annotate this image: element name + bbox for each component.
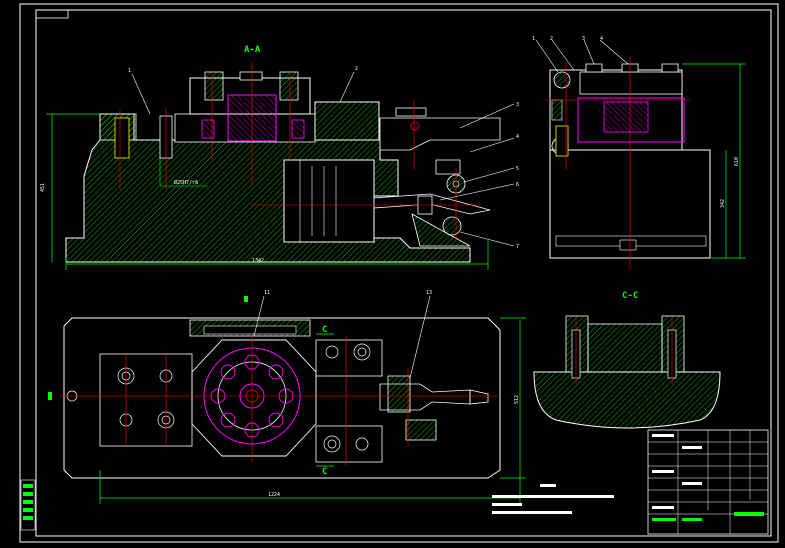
plan-view[interactable]: C C 1224 512 11 13 (48, 290, 526, 504)
balloon-7: 7 (516, 244, 519, 250)
fit-annotation: Ø25H7/r6 (174, 179, 198, 186)
plan-balloon-13: 13 (426, 290, 432, 296)
front-section-view[interactable]: A-A (40, 45, 519, 270)
view-label-cc: C-C (622, 291, 638, 301)
balloon-4: 4 (516, 134, 519, 140)
outer-frame (19, 3, 779, 543)
dim-side-inner: 342 (720, 199, 726, 208)
title-block (647, 429, 769, 535)
view-label-aa: A-A (244, 45, 261, 55)
side-balloon-2: 2 (550, 36, 553, 42)
side-view[interactable]: 610 342 1 2 3 4 (532, 36, 746, 270)
dim-plan-width: 1224 (268, 492, 280, 498)
section-mark-c-bottom: C (322, 467, 327, 477)
dim-side-outer: 610 (734, 157, 740, 166)
side-balloon-3: 3 (582, 36, 585, 42)
corner-tag (35, 9, 69, 19)
section-mark-c-top: C (322, 325, 327, 335)
side-balloon-4: 4 (600, 36, 603, 42)
dim-front-height: 451 (40, 183, 46, 192)
inner-frame (35, 9, 772, 537)
balloon-5: 5 (516, 166, 519, 172)
dim-front-width: 1342 (252, 258, 264, 264)
balloon-1: 1 (128, 68, 131, 74)
dim-plan-height: 512 (514, 395, 520, 404)
balloon-6: 6 (516, 182, 519, 188)
left-strip (20, 479, 36, 531)
balloon-2: 2 (355, 66, 358, 72)
side-balloon-1: 1 (532, 36, 535, 42)
technical-notes (492, 484, 614, 514)
balloon-3: 3 (516, 102, 519, 108)
section-cc-view[interactable]: C-C (533, 291, 721, 429)
cylinder-body (283, 159, 375, 243)
plan-balloon-11: 11 (264, 290, 270, 296)
